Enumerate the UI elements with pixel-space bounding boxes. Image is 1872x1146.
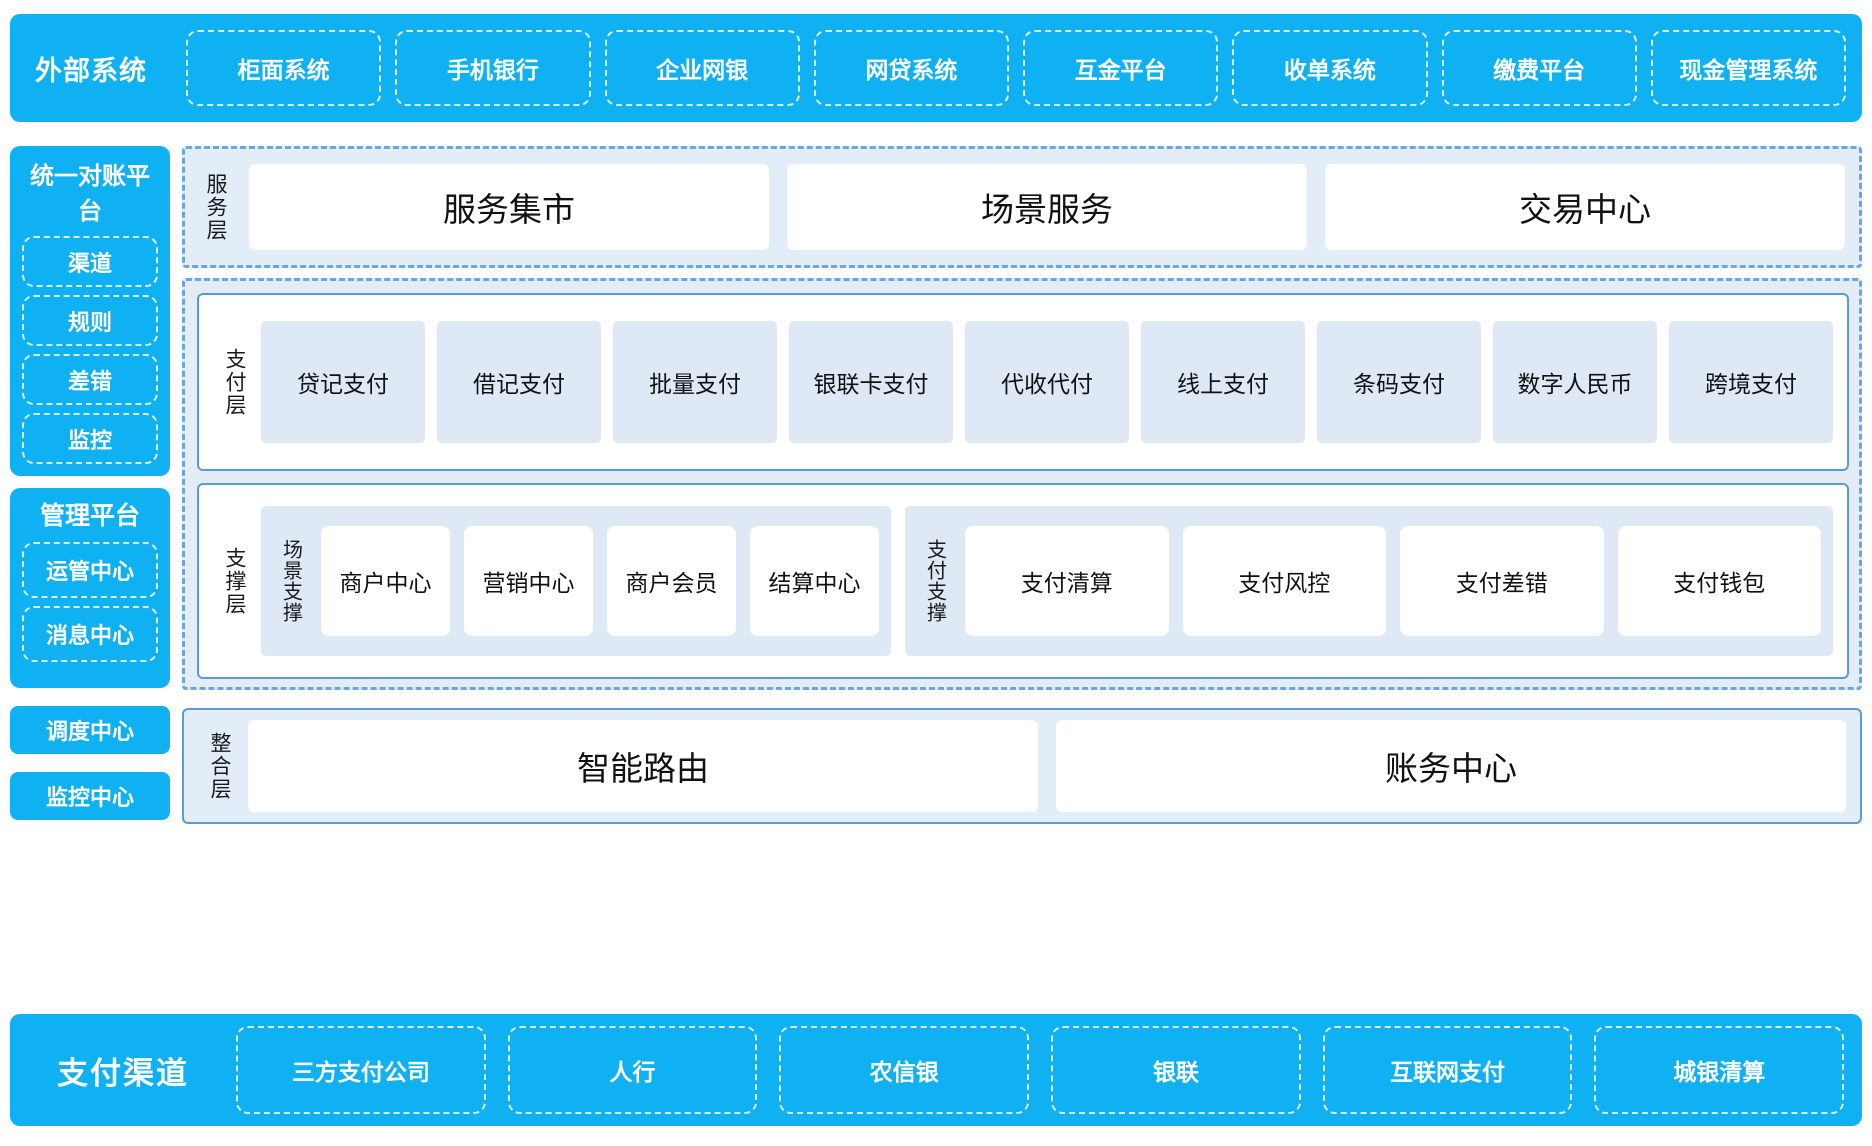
external-system-chip-1[interactable]: 柜面系统 [186,30,382,106]
payment-cell-credit[interactable]: 贷记支付 [261,321,425,443]
scene-cell-marketing-center[interactable]: 营销中心 [464,526,593,636]
channel-chip-internet-payment[interactable]: 互联网支付 [1322,1026,1573,1114]
payment-layer-cell-list: 贷记支付 借记支付 批量支付 银联卡支付 代收代付 线上支付 条码支付 数字人民… [261,321,1833,443]
payment-cell-collection-payment[interactable]: 代收代付 [965,321,1129,443]
payment-cell-batch[interactable]: 批量支付 [613,321,777,443]
service-layer-container: 服务层 服务集市 场景服务 交易中心 [182,146,1862,268]
external-system-chip-2[interactable]: 手机银行 [395,30,591,106]
payment-cell-digital-rmb[interactable]: 数字人民币 [1493,321,1657,443]
service-layer-row: 服务层 服务集市 场景服务 交易中心 [185,149,1859,265]
payment-cell-debit[interactable]: 借记支付 [437,321,601,443]
paysup-cell-error-handling[interactable]: 支付差错 [1400,526,1604,636]
integration-layer-card-list: 智能路由 账务中心 [248,720,1846,812]
scene-cell-merchant-member[interactable]: 商户会员 [607,526,736,636]
integration-layer-label: 整合层 [208,731,232,801]
payment-cell-online[interactable]: 线上支付 [1141,321,1305,443]
scene-support-label: 场景支撑 [279,539,302,623]
payment-channels-bar: 支付渠道 三方支付公司 人行 农信银 银联 互联网支付 城银清算 [10,1014,1862,1126]
reconciliation-platform-title: 统一对账平台 [30,163,150,225]
payment-cell-cross-border[interactable]: 跨境支付 [1669,321,1833,443]
payment-cell-barcode[interactable]: 条码支付 [1317,321,1481,443]
scene-cell-settlement-center[interactable]: 结算中心 [750,526,879,636]
recon-item-monitor[interactable]: 监控 [22,413,158,464]
service-card-scenario[interactable]: 场景服务 [787,164,1307,250]
external-systems-chip-list: 柜面系统 手机银行 企业网银 网贷系统 互金平台 收单系统 缴费平台 现金管理系… [186,30,1846,106]
external-system-chip-8[interactable]: 现金管理系统 [1650,30,1846,106]
paysup-cell-clearing[interactable]: 支付清算 [965,526,1169,636]
channel-chip-rcc[interactable]: 农信银 [779,1026,1030,1114]
external-system-chip-6[interactable]: 收单系统 [1232,30,1428,106]
payment-support-label: 支付支撑 [923,539,946,623]
channel-chip-third-party[interactable]: 三方支付公司 [236,1026,486,1114]
support-layer-label: 支撑层 [223,546,247,616]
channel-chip-unionpay[interactable]: 银联 [1051,1026,1301,1114]
core-layers-container: 支付层 贷记支付 借记支付 批量支付 银联卡支付 代收代付 线上支付 条码支付 … [182,278,1862,690]
service-layer-label: 服务层 [204,172,228,242]
management-platform-panel: 管理平台 运管中心 消息中心 [10,488,170,688]
payment-layer-card: 支付层 贷记支付 借记支付 批量支付 银联卡支付 代收代付 线上支付 条码支付 … [197,293,1849,471]
scene-cell-merchant-center[interactable]: 商户中心 [321,526,450,636]
external-systems-bar: 外部系统 柜面系统 手机银行 企业网银 网贷系统 互金平台 收单系统 缴费平台 … [10,14,1862,122]
service-card-marketplace[interactable]: 服务集市 [249,164,769,250]
paysup-cell-risk-control[interactable]: 支付风控 [1182,526,1386,636]
monitor-center-bar[interactable]: 监控中心 [10,772,170,820]
reconciliation-platform-panel: 统一对账平台 渠道 规则 差错 监控 [10,146,170,476]
payment-cell-unionpay-card[interactable]: 银联卡支付 [789,321,953,443]
manage-item-message-center[interactable]: 消息中心 [22,606,158,662]
paysup-cell-wallet[interactable]: 支付钱包 [1617,526,1821,636]
external-system-chip-7[interactable]: 缴费平台 [1441,30,1637,106]
recon-item-channel[interactable]: 渠道 [22,236,158,287]
external-system-chip-5[interactable]: 互金平台 [1023,30,1219,106]
external-system-chip-4[interactable]: 网贷系统 [813,30,1009,106]
channel-chip-city-bank-clearing[interactable]: 城银清算 [1594,1026,1845,1114]
payment-channels-chip-list: 三方支付公司 人行 农信银 银联 互联网支付 城银清算 [236,1026,1845,1114]
channel-chip-pboc[interactable]: 人行 [507,1026,758,1114]
integration-card-accounting-center[interactable]: 账务中心 [1056,720,1846,812]
recon-item-rule[interactable]: 规则 [22,295,158,346]
payment-layer-label: 支付层 [223,347,247,417]
scene-support-group: 场景支撑 商户中心 营销中心 商户会员 结算中心 [261,506,891,656]
support-layer-card: 支撑层 场景支撑 商户中心 营销中心 商户会员 结算中心 支付支撑 支付清算 支… [197,483,1849,679]
dispatch-center-bar[interactable]: 调度中心 [10,706,170,754]
external-systems-title: 外部系统 [35,55,147,86]
payment-channels-title: 支付渠道 [57,1055,189,1091]
manage-item-operations-center[interactable]: 运管中心 [22,542,158,598]
integration-layer-card: 整合层 智能路由 账务中心 [182,708,1862,824]
service-card-transaction-center[interactable]: 交易中心 [1325,164,1845,250]
integration-card-smart-routing[interactable]: 智能路由 [248,720,1038,812]
management-platform-title: 管理平台 [39,502,140,530]
service-layer-card-list: 服务集市 场景服务 交易中心 [249,164,1845,250]
external-system-chip-3[interactable]: 企业网银 [604,30,800,106]
recon-item-error[interactable]: 差错 [22,354,158,405]
payment-support-group: 支付支撑 支付清算 支付风控 支付差错 支付钱包 [905,506,1833,656]
